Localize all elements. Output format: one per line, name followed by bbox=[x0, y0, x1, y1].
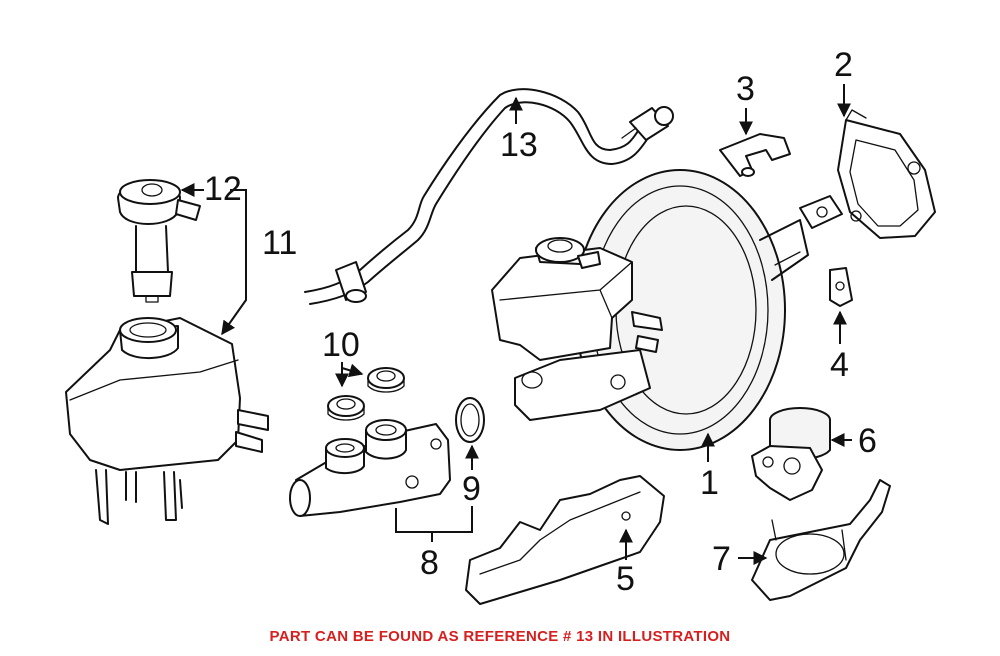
callout-13: 13 bbox=[500, 126, 538, 164]
callout-6: 6 bbox=[858, 422, 877, 460]
callout-12: 12 bbox=[204, 170, 242, 208]
gasket-part-2 bbox=[837, 109, 936, 239]
callout-labels: 1 2 3 4 5 6 7 8 9 10 11 12 13 bbox=[204, 46, 877, 598]
callout-5: 5 bbox=[616, 560, 635, 598]
reference-note: PART CAN BE FOUND AS REFERENCE # 13 IN I… bbox=[269, 628, 731, 645]
callout-9: 9 bbox=[462, 470, 481, 508]
grommets-part-10 bbox=[327, 367, 405, 421]
vacuum-pump-part-6 bbox=[751, 407, 831, 501]
seal-ring-part-9 bbox=[455, 397, 485, 443]
reservoir-part-11 bbox=[65, 317, 269, 525]
callout-11: 11 bbox=[262, 224, 297, 262]
vacuum-hose-part-13 bbox=[304, 88, 674, 305]
callout-3: 3 bbox=[736, 70, 755, 108]
callout-1: 1 bbox=[700, 464, 719, 502]
heat-shield-part-5 bbox=[465, 475, 665, 605]
callout-8: 8 bbox=[420, 544, 439, 582]
cap-part-12 bbox=[117, 179, 201, 303]
callout-7: 7 bbox=[712, 540, 731, 578]
callout-2: 2 bbox=[834, 46, 853, 84]
callout-4: 4 bbox=[830, 346, 849, 384]
master-cylinder-part-8 bbox=[289, 419, 451, 517]
leader-lines bbox=[180, 84, 852, 565]
callout-10: 10 bbox=[322, 326, 360, 364]
bracket-part-7 bbox=[751, 479, 891, 601]
booster-reservoir bbox=[491, 237, 663, 421]
clip-part-3 bbox=[719, 133, 791, 177]
clip-part-4 bbox=[829, 267, 853, 307]
